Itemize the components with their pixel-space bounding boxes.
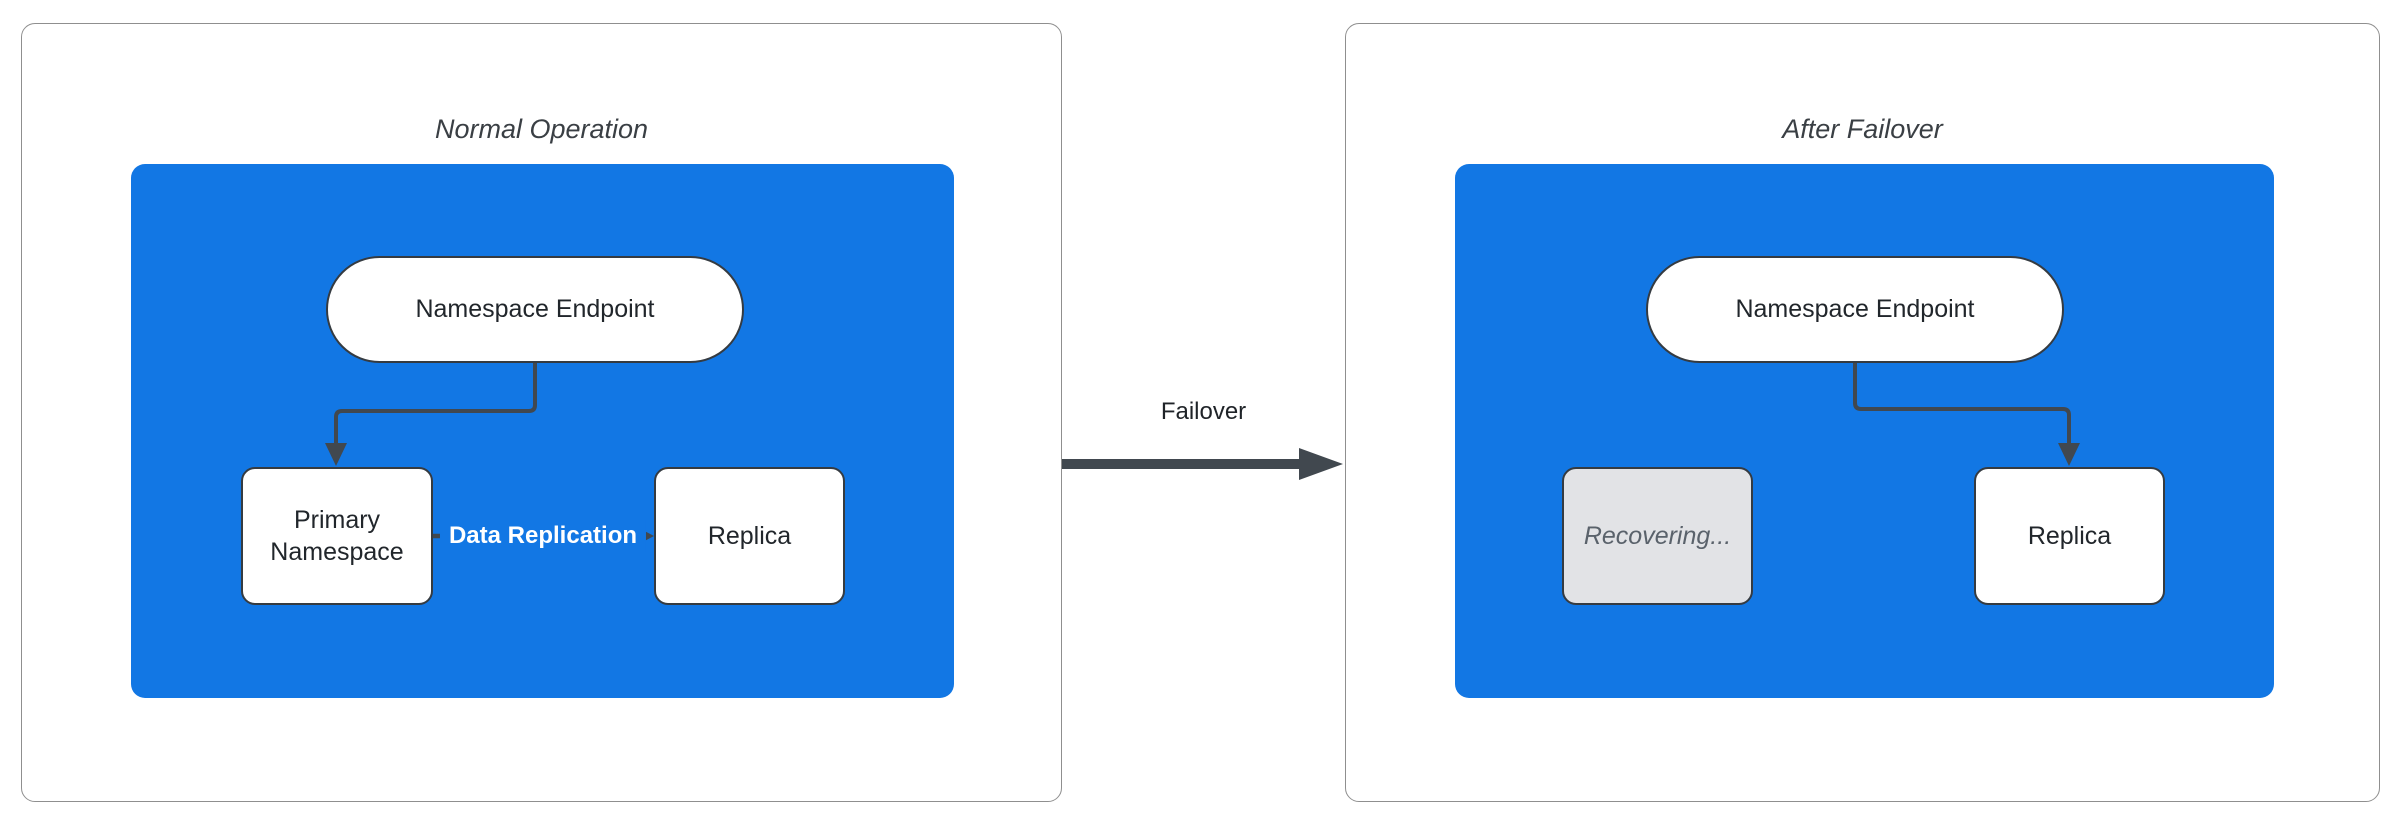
replica-node: Replica bbox=[1974, 467, 2165, 605]
namespace-endpoint-node: Namespace Endpoint bbox=[1646, 256, 2064, 363]
failover-label: Failover bbox=[1160, 398, 1247, 425]
edges-normal bbox=[325, 363, 654, 547]
replica-label: Replica bbox=[707, 521, 792, 550]
namespace-endpoint-label: Namespace Endpoint bbox=[415, 295, 655, 324]
failover-transition: Failover bbox=[1062, 398, 1345, 480]
primary-namespace-node: Primary Namespace bbox=[241, 467, 433, 605]
panel-title: Normal Operation bbox=[434, 114, 649, 144]
replica-label: Replica bbox=[2027, 521, 2112, 550]
cluster-failover: Namespace Endpoint Recovering... Replica bbox=[1455, 164, 2274, 698]
recovering-label: Recovering... bbox=[1583, 521, 1732, 550]
panel-normal-operation: Normal Operation Namespace Endpoint Prim… bbox=[21, 23, 1062, 802]
recovering-node: Recovering... bbox=[1562, 467, 1753, 605]
primary-namespace-label: Primary Namespace bbox=[270, 505, 404, 567]
panel-title: After Failover bbox=[1782, 114, 1943, 144]
replica-node: Replica bbox=[654, 467, 845, 605]
namespace-endpoint-node: Namespace Endpoint bbox=[326, 256, 744, 363]
endpoint-to-primary-arrow bbox=[325, 363, 537, 466]
panel-after-failover: After Failover Namespace Endpoint Recove… bbox=[1345, 23, 2380, 802]
edges-failover bbox=[1853, 363, 2080, 466]
data-replication-label: Data Replication bbox=[439, 520, 647, 552]
cluster-normal: Namespace Endpoint Primary Namespace Rep… bbox=[131, 164, 954, 698]
failover-arrow bbox=[1062, 448, 1343, 480]
namespace-endpoint-label: Namespace Endpoint bbox=[1735, 295, 1975, 324]
endpoint-to-replica-arrow bbox=[1853, 363, 2080, 466]
